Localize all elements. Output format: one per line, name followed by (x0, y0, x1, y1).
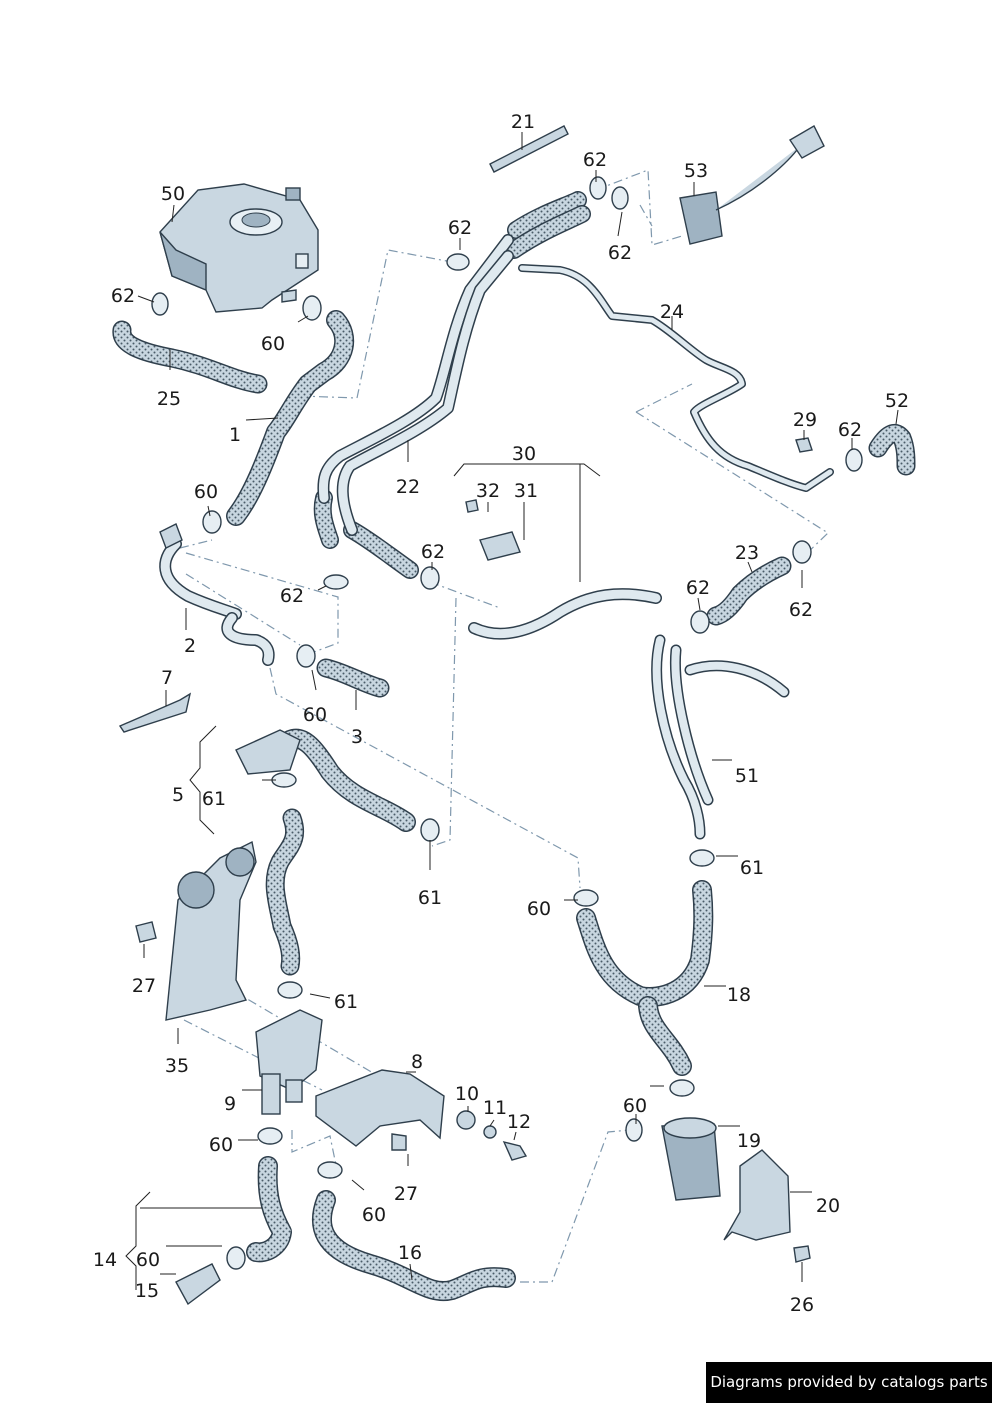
callout-62: 62 (608, 242, 632, 264)
callout-61: 61 (418, 887, 442, 909)
callout-35: 35 (165, 1055, 189, 1077)
callout-22: 22 (396, 476, 420, 498)
callout-60: 60 (623, 1095, 647, 1117)
callout-62: 62 (686, 577, 710, 599)
callout-50: 50 (161, 183, 185, 205)
callout-19: 19 (737, 1130, 761, 1152)
callout-12: 12 (507, 1111, 531, 1133)
callout-62: 62 (789, 599, 813, 621)
callout-31: 31 (514, 480, 538, 502)
callout-62: 62 (421, 541, 445, 563)
callout-20: 20 (816, 1195, 840, 1217)
callout-18: 18 (727, 984, 751, 1006)
pipes (159, 234, 834, 840)
callout-9: 9 (224, 1093, 236, 1115)
callout-60: 60 (362, 1204, 386, 1226)
callout-62: 62 (838, 419, 862, 441)
callout-11: 11 (483, 1097, 507, 1119)
callout-labels: 50 62 60 25 1 60 2 62 60 3 7 5 61 61 27 … (93, 111, 909, 1316)
clamps (151, 176, 863, 1270)
callout-62: 62 (448, 217, 472, 239)
callout-61: 61 (740, 857, 764, 879)
callout-51: 51 (735, 765, 759, 787)
connection-lines (179, 169, 829, 1283)
callout-3: 3 (351, 726, 363, 748)
callout-15: 15 (135, 1280, 159, 1302)
callout-53: 53 (684, 160, 708, 182)
watermark-banner: Diagrams provided by catalogs parts (706, 1362, 992, 1403)
callout-61: 61 (202, 788, 226, 810)
callout-25: 25 (157, 388, 181, 410)
callout-32: 32 (476, 480, 500, 502)
callout-7: 7 (161, 667, 173, 689)
callout-2: 2 (184, 635, 196, 657)
callout-1: 1 (229, 424, 241, 446)
callout-26: 26 (790, 1294, 814, 1316)
callout-60: 60 (527, 898, 551, 920)
callout-30: 30 (512, 443, 536, 465)
expansion-tank (159, 183, 319, 313)
callout-62: 62 (280, 585, 304, 607)
callout-14: 14 (93, 1249, 117, 1271)
callout-61: 61 (334, 991, 358, 1013)
callout-21: 21 (511, 111, 535, 133)
callout-16: 16 (398, 1242, 422, 1264)
leader-lines (125, 132, 899, 1290)
callout-60: 60 (194, 481, 218, 503)
callout-8: 8 (411, 1051, 423, 1073)
callout-60: 60 (209, 1134, 233, 1156)
callout-23: 23 (735, 542, 759, 564)
callout-60: 60 (136, 1249, 160, 1271)
callout-62: 62 (583, 149, 607, 171)
callout-60: 60 (303, 704, 327, 726)
small-parts (118, 125, 825, 1306)
callout-10: 10 (455, 1083, 479, 1105)
callout-60: 60 (261, 333, 285, 355)
callout-27: 27 (394, 1183, 418, 1205)
callout-27: 27 (132, 975, 156, 997)
callout-62: 62 (111, 285, 135, 307)
callout-29: 29 (793, 409, 817, 431)
callout-52: 52 (885, 390, 909, 412)
callout-24: 24 (660, 301, 684, 323)
callout-5: 5 (172, 784, 184, 806)
